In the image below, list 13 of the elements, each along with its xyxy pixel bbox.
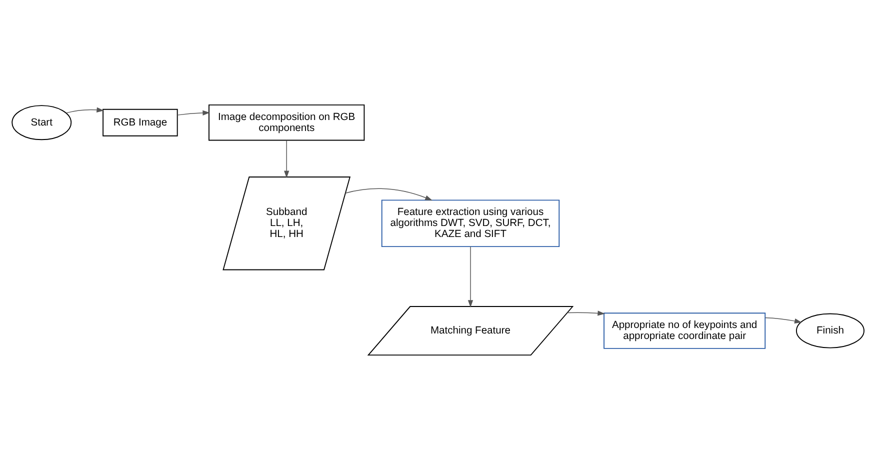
arrow [284,140,290,178]
node-box: RGB Image [102,108,178,136]
arrow [345,188,432,200]
node-box: Image decomposition on RGB components [208,104,365,140]
node-ellipse: Start [12,104,72,140]
arrow [566,310,606,316]
arrow [66,106,104,113]
arrow [468,246,474,307]
arrow [764,316,802,324]
node-box: Appropriate no of keypoints and appropriate coordinate pair [604,312,766,348]
node-ellipse: Finish [796,312,864,348]
node-box: Feature extraction using various algorithms DWT, SVD, SURF, DCT, KAZE and SIFT [381,199,560,247]
arrow [177,110,210,115]
